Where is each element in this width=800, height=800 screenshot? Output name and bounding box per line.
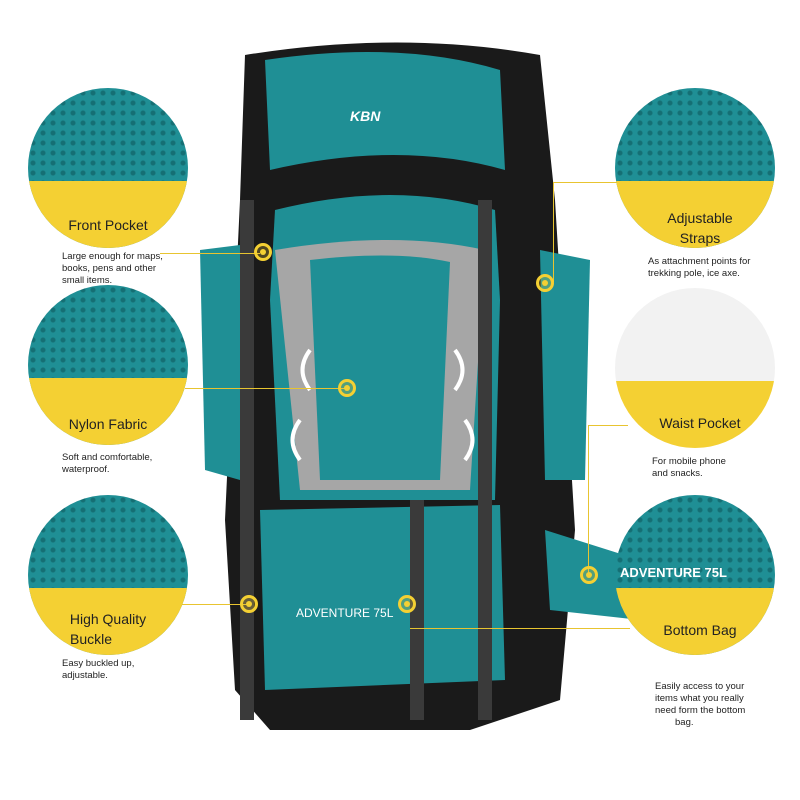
inset-label: ADVENTURE 75L (620, 565, 727, 580)
desc-line: and snacks. (652, 468, 703, 479)
desc-line: books, pens and other (62, 263, 157, 274)
bag-print: ADVENTURE 75L (296, 606, 394, 620)
feature-desc: Easily access to your items what you rea… (655, 681, 745, 729)
callout-line (160, 253, 260, 254)
callout-line (410, 628, 630, 629)
callout-line (553, 182, 554, 282)
feature-desc: For mobile phone and snacks. (652, 456, 726, 480)
desc-line: waterproof. (62, 464, 110, 475)
desc-line: bag. (675, 717, 694, 728)
desc-line: As attachment points for (648, 256, 751, 267)
title-line: Buckle (70, 631, 113, 647)
desc-line: trekking pole, ice axe. (648, 268, 740, 279)
feature-title: Nylon Fabric (68, 416, 148, 432)
title-line: High Quality (69, 611, 147, 627)
feature-desc: Soft and comfortable, waterproof. (62, 452, 152, 476)
brand-logo: KBN (350, 108, 381, 124)
callout-line (553, 182, 618, 183)
desc-line: Large enough for maps, (62, 251, 163, 262)
title-line: Straps (679, 230, 721, 246)
desc-line: Easily access to your (655, 681, 745, 692)
feature-title: Front Pocket (68, 217, 148, 233)
callout-line (588, 425, 628, 426)
desc-line: Easy buckled up, (62, 658, 135, 669)
waist-pocket-detail (615, 288, 775, 448)
desc-line: need form the bottom (655, 705, 746, 716)
callout-dot (580, 566, 598, 584)
feature-title: Waist Pocket (659, 415, 741, 431)
callout-line (165, 604, 250, 605)
callout-dot (338, 379, 356, 397)
feature-title: Adjustable Straps (645, 208, 755, 248)
feature-title: Bottom Bag (663, 622, 737, 638)
feature-desc: As attachment points for trekking pole, … (648, 256, 750, 280)
callout-dot (254, 243, 272, 261)
desc-line: adjustable. (62, 670, 108, 681)
desc-line: Soft and comfortable, (62, 452, 153, 463)
desc-line: For mobile phone (652, 456, 726, 467)
front-pocket-detail (28, 88, 188, 248)
desc-line: items what you really (655, 693, 744, 704)
desc-line: small items. (62, 275, 113, 286)
straps-detail (615, 88, 775, 248)
title-line: Adjustable (667, 210, 733, 226)
feature-title: High Quality Buckle (48, 609, 168, 649)
callout-dot (240, 595, 258, 613)
callout-line (588, 425, 589, 575)
feature-desc: Large enough for maps, books, pens and o… (62, 251, 163, 287)
callout-line (185, 388, 345, 389)
nylon-fabric-detail (28, 285, 188, 445)
feature-desc: Easy buckled up, adjustable. (62, 658, 134, 682)
callout-dot (536, 274, 554, 292)
callout-dot (398, 595, 416, 613)
buckle-detail (28, 495, 188, 655)
bottom-bag-detail (615, 495, 775, 655)
